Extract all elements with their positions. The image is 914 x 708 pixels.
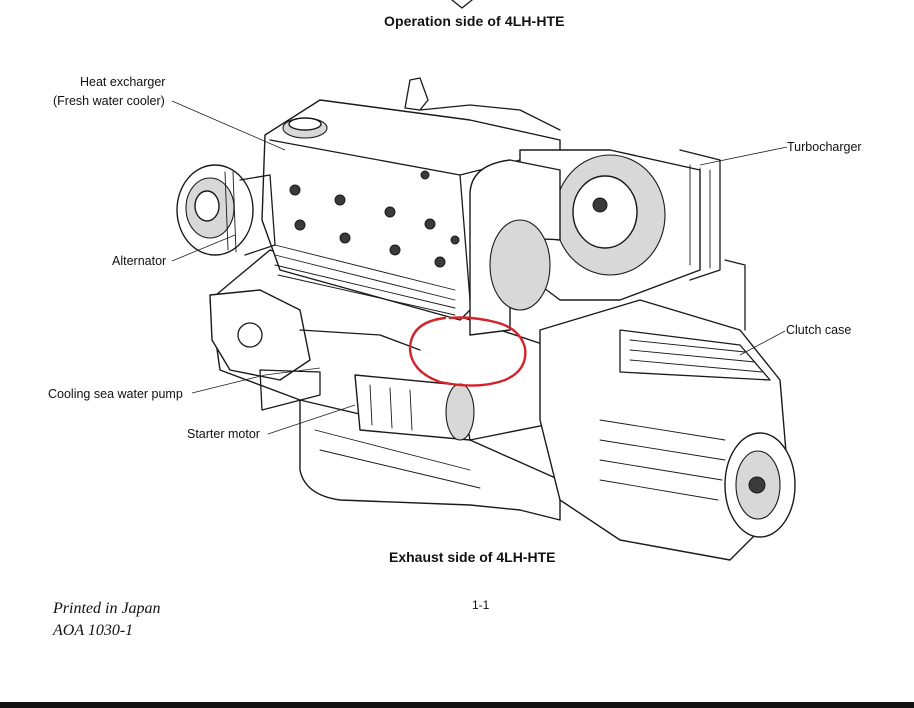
page-number: 1-1 bbox=[472, 598, 490, 612]
label-heat-exchanger: Heat excharger bbox=[80, 75, 166, 89]
pump-bracket bbox=[259, 369, 321, 411]
footer-printed: Printed in Japan bbox=[53, 600, 161, 617]
alternator-unit bbox=[176, 164, 276, 256]
footer-code: AOA 1030-1 bbox=[53, 622, 134, 639]
leader-lines bbox=[171, 100, 788, 435]
label-starter-motor: Starter motor bbox=[187, 427, 260, 441]
page-top-fragment bbox=[451, 0, 473, 9]
turbocharger-unit bbox=[519, 149, 721, 301]
front-cover bbox=[209, 289, 311, 381]
starter-motor-unit bbox=[354, 374, 475, 441]
mount-bracket bbox=[724, 259, 746, 331]
clutch-case-unit bbox=[539, 259, 796, 561]
label-cooling-pump: Cooling sea water pump bbox=[48, 387, 183, 401]
bottom-rule bbox=[0, 702, 914, 708]
label-alternator: Alternator bbox=[112, 254, 167, 268]
head-bolts bbox=[289, 170, 460, 268]
elbow-opening bbox=[489, 219, 551, 311]
label-clutch-case: Clutch case bbox=[786, 323, 852, 337]
bottom-caption: Exhaust side of 4LH-HTE bbox=[389, 549, 556, 565]
top-pipe bbox=[404, 77, 429, 111]
label-turbocharger: Turbocharger bbox=[787, 140, 862, 154]
top-caption: Operation side of 4LH-HTE bbox=[384, 13, 565, 29]
red-circle-annotation bbox=[408, 316, 527, 387]
label-heat-exchanger-sub: (Fresh water cooler) bbox=[53, 94, 165, 108]
pump-hose bbox=[299, 329, 421, 351]
